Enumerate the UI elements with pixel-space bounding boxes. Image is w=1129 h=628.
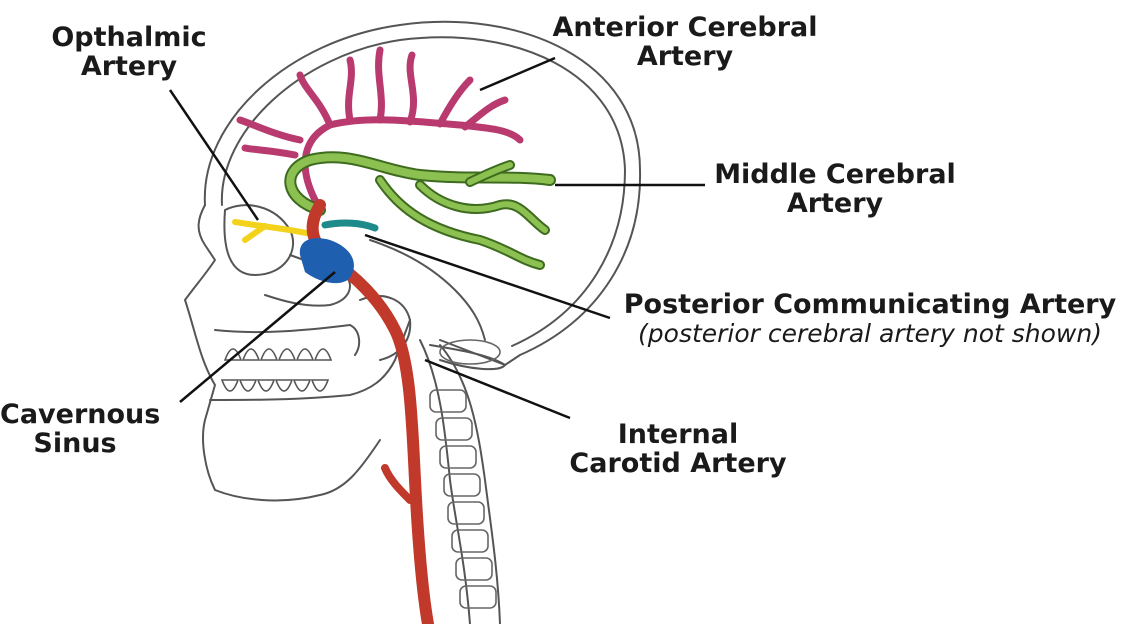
label-line: Artery [81, 51, 177, 82]
aca-branch [245, 148, 295, 155]
label-line: Artery [787, 188, 883, 219]
vertebra [436, 418, 472, 440]
label-line: Artery [637, 41, 733, 72]
aca-branch [300, 75, 330, 125]
upper-tooth [315, 349, 331, 360]
lower-tooth [294, 380, 310, 391]
posterior-communicating-artery [325, 223, 375, 228]
upper-tooth [261, 349, 277, 360]
lower-tooth [276, 380, 292, 391]
mca-branch [380, 180, 540, 265]
label-line: Internal [618, 419, 739, 450]
lower-tooth [240, 380, 256, 391]
label-line: Carotid Artery [569, 448, 786, 479]
vertebra [430, 390, 466, 412]
lower-tooth [222, 380, 238, 391]
label-line: Sinus [33, 428, 116, 459]
external-carotid-stub [385, 468, 410, 500]
aca-branch [465, 100, 505, 127]
label-line: Posterior Communicating Artery [624, 289, 1116, 320]
aca-branch [240, 120, 300, 140]
upper-tooth [243, 349, 259, 360]
label-line: Opthalmic [51, 22, 206, 53]
vertebra [440, 446, 476, 468]
aca-branch [440, 80, 470, 124]
label-middle-cerebral-artery: Middle Cerebral Artery [700, 160, 970, 218]
aca-branch [410, 55, 414, 122]
teeth [222, 349, 331, 391]
vertebra [456, 558, 492, 580]
aca-branch [349, 60, 352, 120]
vertebrae [430, 340, 500, 608]
leader-cavernous [180, 272, 335, 402]
upper-tooth [297, 349, 313, 360]
aca-branch [379, 50, 382, 120]
label-note: (posterior cerebral artery not shown) [615, 319, 1125, 348]
cavernous-sinus [300, 238, 354, 283]
label-line: Cavernous [0, 399, 160, 430]
label-posterior-communicating-artery: Posterior Communicating Artery (posterio… [615, 290, 1125, 348]
ophthalmic-artery [235, 222, 315, 240]
leader-ophthalmic [170, 90, 258, 220]
label-anterior-cerebral-artery: Anterior Cerebral Artery [540, 13, 830, 71]
label-internal-carotid-artery: Internal Carotid Artery [568, 420, 788, 478]
label-ophthalmic-artery: Opthalmic Artery [44, 23, 214, 81]
vertebra [460, 586, 496, 608]
label-line: Anterior Cerebral [552, 12, 817, 43]
label-cavernous-sinus: Cavernous Sinus [0, 400, 150, 458]
orbit [224, 205, 293, 275]
label-line: Middle Cerebral [714, 159, 956, 190]
lower-tooth [312, 380, 328, 391]
upper-tooth [279, 349, 295, 360]
lower-tooth [258, 380, 274, 391]
